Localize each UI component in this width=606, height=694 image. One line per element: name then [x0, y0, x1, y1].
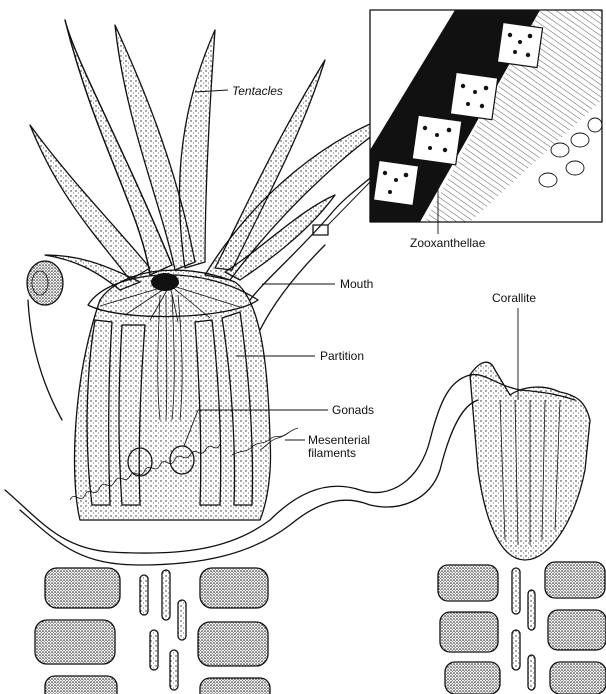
corallite-structure — [470, 308, 590, 560]
mesenterial-label-line2: filaments — [308, 447, 370, 460]
mouth-opening — [151, 273, 179, 291]
mesenterial-filaments-label: Mesenterial filaments — [308, 434, 370, 460]
polyp-body — [70, 270, 298, 520]
zooxanthellae-inset — [370, 10, 602, 222]
tentacles-group — [30, 20, 410, 290]
partition-label: Partition — [320, 350, 364, 363]
skeleton-blocks — [35, 562, 606, 694]
tentacle — [179, 30, 215, 268]
tentacles-label: Tentacles — [232, 85, 283, 98]
side-cup — [27, 261, 63, 420]
gonads-label: Gonads — [332, 404, 374, 417]
zooxanthellae-label: Zooxanthellae — [410, 237, 485, 250]
mouth-label: Mouth — [340, 278, 373, 291]
corallite-label: Corallite — [492, 292, 536, 305]
